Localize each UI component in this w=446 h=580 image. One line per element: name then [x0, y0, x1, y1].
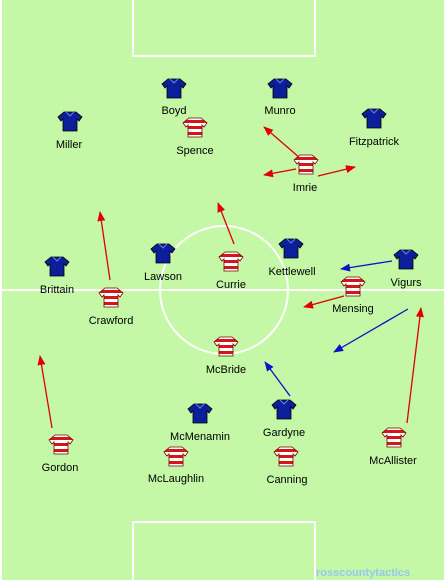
arrow-imrie-right: [317, 165, 356, 177]
football-shirt-icon: [44, 256, 70, 277]
football-shirt-icon: [48, 434, 74, 455]
football-shirt-icon: [163, 446, 189, 467]
football-shirt-icon: [381, 427, 407, 448]
arrow-crawford-up: [97, 211, 111, 281]
player-name: McLaughlin: [148, 473, 204, 485]
player-lawson: Lawson: [144, 243, 182, 283]
movement-arrows: [37, 126, 424, 429]
player-fitzpatrick: Fitzpatrick: [349, 108, 400, 148]
player-name: Vigurs: [391, 277, 422, 289]
football-shirt-icon: [150, 243, 176, 264]
football-shirt-icon: [57, 111, 83, 132]
player-name: Spence: [176, 145, 213, 157]
player-mclaughlin: McLaughlin: [148, 446, 204, 485]
football-shirt-icon: [267, 78, 293, 99]
football-shirt-icon: [187, 403, 213, 424]
player-crawford: Crawford: [89, 287, 134, 327]
player-name: Mensing: [332, 303, 374, 315]
football-shirt-icon: [361, 108, 387, 129]
football-shirt-icon: [182, 117, 208, 138]
player-name: Brittain: [40, 284, 74, 296]
player-kettlewell: Kettlewell: [268, 238, 316, 278]
player-name: Fitzpatrick: [349, 136, 400, 148]
player-name: Imrie: [293, 182, 317, 194]
arrow-currie-up: [217, 202, 235, 245]
player-currie: Currie: [216, 251, 246, 291]
watermark: rosscountytactics: [316, 567, 410, 579]
football-shirt-icon: [213, 336, 239, 357]
player-spence: Spence: [176, 117, 214, 157]
arrow-imrie-up: [263, 126, 301, 159]
arrow-gardyne-up: [264, 361, 291, 397]
player-name: McAllister: [369, 455, 417, 467]
player-name: Canning: [267, 474, 308, 486]
player-name: Munro: [264, 105, 295, 117]
football-shirt-icon: [161, 78, 187, 99]
player-brittain: Brittain: [40, 256, 74, 296]
arrow-vigurs-left: [340, 260, 393, 272]
arrow-gordon-up: [37, 355, 53, 429]
top-penalty-box: [132, 0, 316, 57]
player-mensing: Mensing: [332, 276, 374, 315]
arrow-imrie-left: [263, 168, 297, 178]
football-shirt-icon: [393, 249, 419, 270]
player-name: Lawson: [144, 271, 182, 283]
arrow-vigurs-down: [333, 308, 409, 353]
football-shirt-icon: [340, 276, 366, 297]
player-name: Gordon: [42, 462, 79, 474]
player-name: McBride: [206, 364, 246, 376]
player-name: McMenamin: [170, 431, 230, 443]
football-shirt-icon: [278, 238, 304, 259]
player-name: Boyd: [161, 105, 186, 117]
player-mcbride: McBride: [206, 336, 246, 376]
player-miller: Miller: [56, 111, 83, 151]
arrow-mensing-left: [303, 295, 345, 309]
player-mcmenamin: McMenamin: [170, 403, 230, 443]
player-mcallister: McAllister: [369, 427, 417, 467]
football-shirt-icon: [293, 154, 319, 175]
player-gordon: Gordon: [42, 434, 79, 474]
football-shirt-icon: [271, 399, 297, 420]
player-name: Miller: [56, 139, 83, 151]
player-canning: Canning: [267, 446, 308, 486]
player-name: Gardyne: [263, 427, 305, 439]
arrow-mcallister-up: [406, 307, 424, 424]
player-name: Crawford: [89, 315, 134, 327]
player-vigurs: Vigurs: [391, 249, 422, 289]
player-boyd: Boyd: [161, 78, 187, 117]
player-imrie: Imrie: [293, 154, 319, 194]
player-munro: Munro: [264, 78, 296, 117]
player-name: Currie: [216, 279, 246, 291]
football-shirt-icon: [218, 251, 244, 272]
bottom-penalty-box: [132, 521, 316, 580]
football-shirt-icon: [273, 446, 299, 467]
player-gardyne: Gardyne: [263, 399, 305, 439]
player-name: Kettlewell: [268, 266, 315, 278]
football-shirt-icon: [98, 287, 124, 308]
